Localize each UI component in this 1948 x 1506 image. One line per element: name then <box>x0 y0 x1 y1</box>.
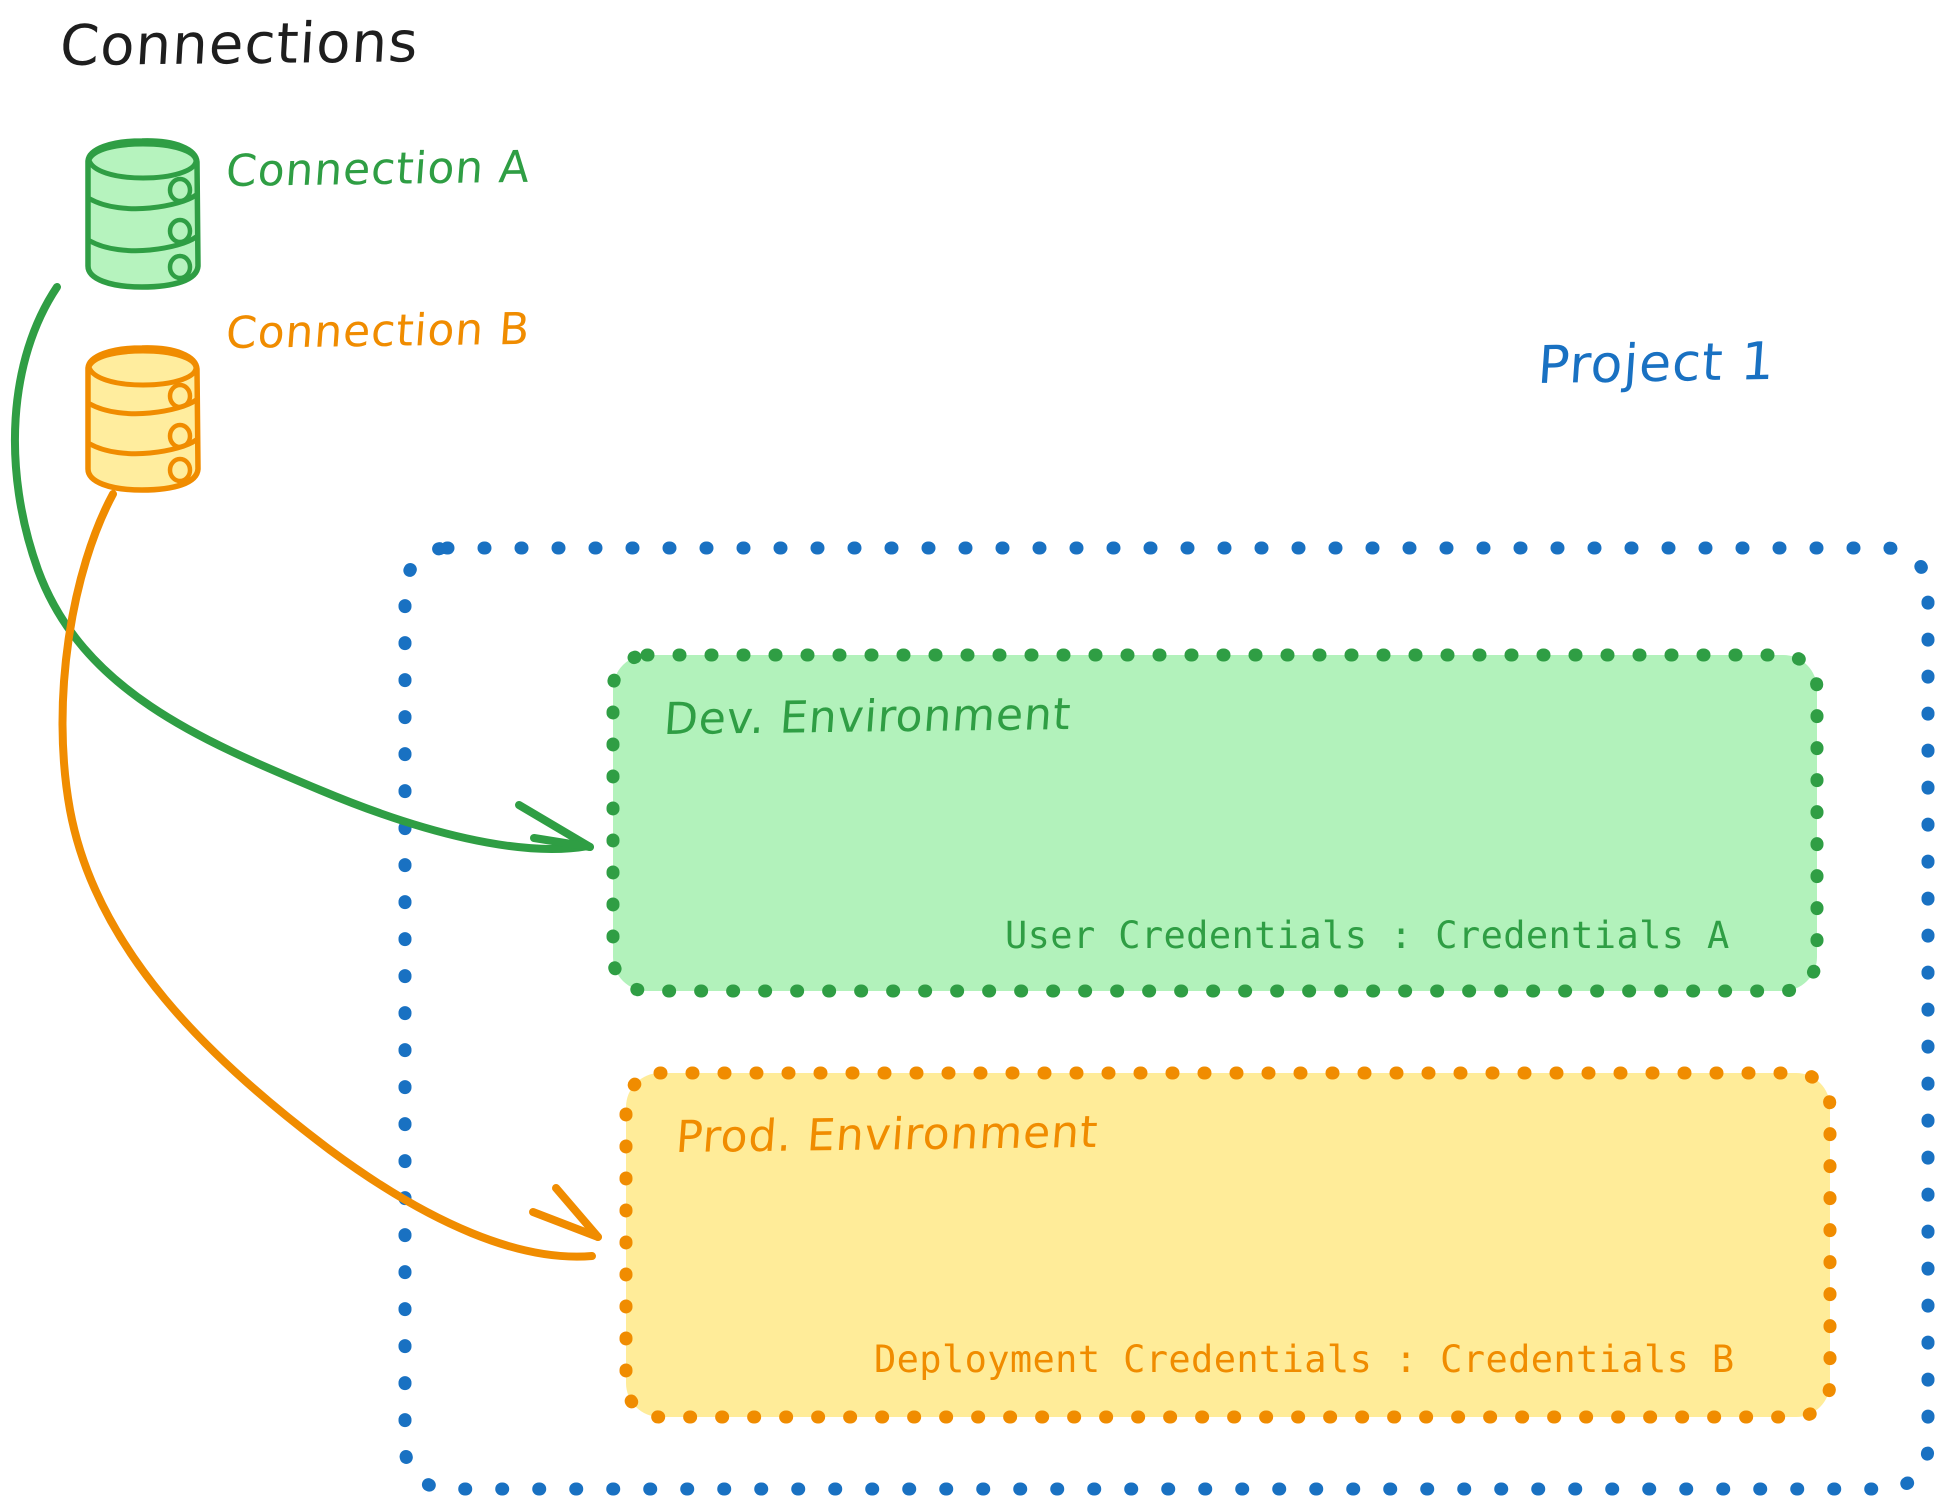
prod-environment-credentials: Deployment Credentials : Credentials B <box>874 1338 1735 1381</box>
connection-a-database-node[interactable] <box>86 142 206 280</box>
connection-b-label: Connection B <box>224 303 533 359</box>
connections-heading: Connections <box>58 10 421 79</box>
dev-environment-credentials: User Credentials : Credentials A <box>1005 914 1730 957</box>
prod-environment-container[interactable] <box>624 1072 1832 1418</box>
dev-environment-container[interactable] <box>612 654 1820 994</box>
project-title: Project 1 <box>1535 331 1778 396</box>
connection-a-label: Connection A <box>224 141 532 197</box>
connection-b-database-node[interactable] <box>86 350 206 488</box>
